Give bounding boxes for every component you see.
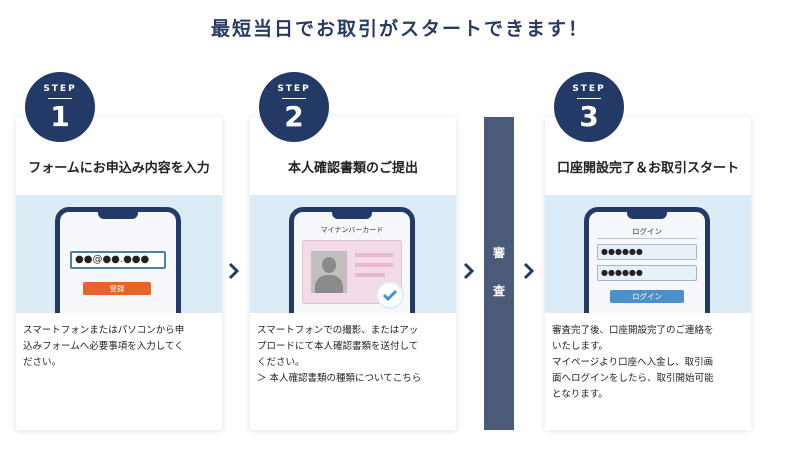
review-bar: 審 査 (484, 117, 514, 430)
step-card-3: 口座開設完了＆お取引スタート ログイン ●●●●●● ●●●●●● ログイン 審… (545, 117, 751, 430)
step-description: 審査完了後、口座開設完了のご連絡を いたします。 マイページより口座へ入金し、取… (552, 325, 714, 400)
phone-illustration: マイナンバーカード (289, 207, 415, 313)
step-card-2: 本人確認書類のご提出 マイナンバーカード スマートフォンでの撮影、またはアッ プ… (250, 117, 456, 430)
chevron-right-icon (523, 262, 537, 280)
phone-illustration: ログイン ●●●●●● ●●●●●● ログイン (584, 207, 710, 313)
person-icon (311, 251, 347, 293)
step-illustration: ログイン ●●●●●● ●●●●●● ログイン (545, 195, 751, 313)
step-title: フォームにお申込み内容を入力 (28, 161, 210, 176)
step-badge-1: STEP 1 (25, 72, 95, 142)
check-circle-icon (376, 281, 404, 309)
id-card-label: マイナンバーカード (320, 226, 384, 234)
phone-illustration: ●●@●●.●●● 登録 (55, 207, 181, 313)
step-description: スマートフォンまたはパソコンから申 込みフォームへ必要事項を入力してく ださい。 (23, 325, 185, 368)
step-description: スマートフォンでの撮影、またはアッ プロードにて本人確認書類を送付して ください… (257, 323, 452, 387)
id-card-mock (302, 240, 402, 304)
step-badge-3: STEP 3 (554, 72, 624, 142)
register-button-mock: 登録 (83, 282, 151, 295)
login-button-mock: ログイン (610, 290, 684, 303)
id-docs-link[interactable]: ＞ 本人確認書類の種類についてこちら (257, 373, 422, 384)
password-field-mock: ●●●●●● (597, 244, 697, 260)
step-badge-2: STEP 2 (259, 72, 329, 142)
login-header-mock: ログイン (632, 227, 662, 236)
step-title: 本人確認書類のご提出 (287, 161, 418, 176)
step-illustration: ●●@●●.●●● 登録 (16, 195, 222, 313)
step-title: 口座開設完了＆お取引スタート (556, 161, 739, 176)
step-card-1: フォームにお申込み内容を入力 ●●@●●.●●● 登録 スマートフォンまたはパソ… (16, 117, 222, 430)
step-illustration: マイナンバーカード (250, 195, 456, 313)
email-input-mock: ●●@●●.●●● (70, 251, 166, 269)
page-headline: 最短当日でお取引がスタートできます！ (210, 18, 589, 40)
password-field-mock: ●●●●●● (597, 265, 697, 281)
chevron-right-icon (463, 262, 477, 280)
chevron-right-icon (228, 262, 242, 280)
